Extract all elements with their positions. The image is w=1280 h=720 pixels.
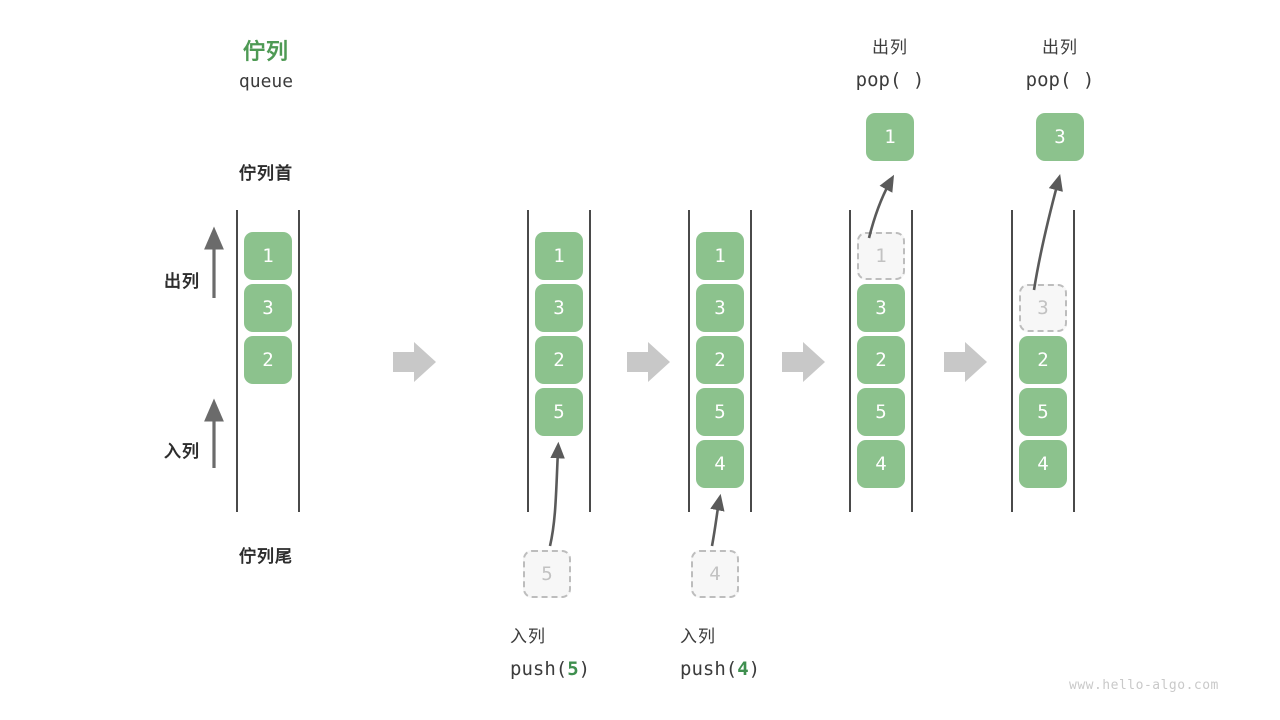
pop-caption-cn-col5: 出列 [1042,38,1078,58]
watermark: www.hello-algo.com [1069,678,1219,693]
queue-cell-ghost: 3 [1019,284,1067,332]
queue-cell: 5 [1019,388,1067,436]
queue-rail-left-col2 [527,210,529,512]
incoming-ghost-cell: 4 [691,550,739,598]
push-caption-cn-col3: 入列 [680,627,716,647]
diagram-title-en: queue [238,71,294,92]
queue-cell: 4 [857,440,905,488]
step-arrow-icon [944,342,987,382]
step-arrow-icon [782,342,825,382]
queue-rail-right-col5 [1073,210,1075,512]
push-code-value: 4 [737,658,749,680]
diagram-title-cn: 佇列 [242,40,289,65]
queue-cell: 2 [244,336,292,384]
queue-cell-ghost: 1 [857,232,905,280]
pop-caption-code-col5: pop( ) [1025,69,1095,91]
queue-rail-right-col4 [911,210,913,512]
queue-rail-left-col1 [236,210,238,512]
queue-rail-left-col4 [849,210,851,512]
queue-cell: 1 [244,232,292,280]
queue-cell: 2 [696,336,744,384]
queue-rail-right-col1 [298,210,300,512]
push-caption-cn-col2: 入列 [510,627,546,647]
enqueue-direction-label: 入列 [164,442,200,462]
pop-caption-cn-col4: 出列 [872,38,908,58]
queue-cell: 3 [244,284,292,332]
step-arrow-icon [393,342,436,382]
queue-cell: 3 [857,284,905,332]
queue-cell: 3 [535,284,583,332]
push-code-value: 5 [567,658,579,680]
dequeue-direction-label: 出列 [164,272,200,292]
queue-cell: 4 [1019,440,1067,488]
pop-arrow-icon [867,174,895,239]
popped-cell: 1 [866,113,914,161]
queue-cell: 3 [696,284,744,332]
push-code-prefix: push( [510,658,568,680]
pop-caption-code-col4: pop( ) [855,69,925,91]
queue-tail-label: 佇列尾 [239,547,293,567]
incoming-ghost-cell: 5 [523,550,571,598]
queue-rail-right-col3 [750,210,752,512]
queue-head-label: 佇列首 [239,164,293,184]
queue-cell: 5 [696,388,744,436]
push-code-prefix: push( [680,658,738,680]
push-caption-code-col3: push(4) [680,658,880,680]
queue-cell-new: 4 [696,440,744,488]
push-arrow-icon [548,441,565,547]
queue-cell: 2 [857,336,905,384]
queue-rail-right-col2 [589,210,591,512]
queue-cell: 2 [1019,336,1067,384]
queue-cell-new: 5 [535,388,583,436]
pop-arrow-icon [1032,173,1063,291]
push-code-suffix: ) [748,658,761,680]
queue-cell: 1 [696,232,744,280]
push-code-suffix: ) [578,658,591,680]
step-arrow-icon [627,342,670,382]
popped-cell: 3 [1036,113,1084,161]
queue-cell: 5 [857,388,905,436]
queue-rail-left-col3 [688,210,690,512]
push-arrow-icon [710,493,725,547]
queue-cell: 1 [535,232,583,280]
queue-cell: 2 [535,336,583,384]
push-caption-code-col2: push(5) [510,658,710,680]
queue-rail-left-col5 [1011,210,1013,512]
